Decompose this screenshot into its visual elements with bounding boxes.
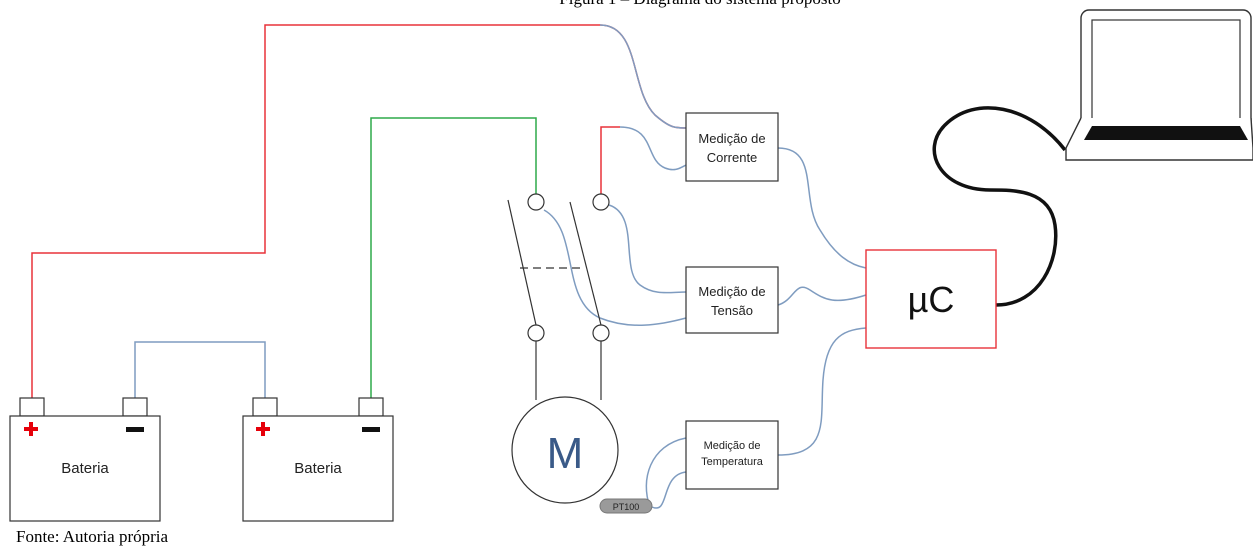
voltage-sense-wire-a xyxy=(608,204,687,294)
pt100-sensor xyxy=(599,498,653,514)
motor-label: M xyxy=(547,429,584,478)
voltage-block-line2: Tensão xyxy=(711,303,753,318)
positive-wire xyxy=(31,24,687,398)
battery-1 xyxy=(9,397,161,522)
battery-1-label: Bateria xyxy=(61,460,109,477)
minus-sign-2 xyxy=(362,427,380,432)
battery-2-label: Bateria xyxy=(294,460,342,477)
disconnect-switch xyxy=(507,193,610,400)
battery-2 xyxy=(242,397,394,522)
current-to-mcu-wire xyxy=(777,147,867,269)
positive-stub-wire xyxy=(600,126,620,200)
pt100-wire-b xyxy=(651,471,687,509)
microcontroller-label: µC xyxy=(908,279,955,320)
pt100-wire-a xyxy=(645,437,687,508)
temperature-block-line2: Temperatura xyxy=(701,456,764,468)
voltage-measurement-block xyxy=(685,266,779,334)
usb-cable xyxy=(932,106,1067,307)
battery-link-wire xyxy=(134,341,266,398)
voltage-to-mcu-wire xyxy=(777,286,867,306)
voltage-sense-wire-b xyxy=(543,209,687,326)
figure-caption: Figura 1 – Diagrama do sistema proposto xyxy=(559,0,840,8)
current-block-line2: Corrente xyxy=(707,150,758,165)
current-sense-wire-a xyxy=(599,24,687,129)
minus-sign-1 xyxy=(126,427,144,432)
pt100-label: PT100 xyxy=(613,502,640,512)
laptop-icon xyxy=(1065,9,1253,161)
temperature-measurement-block xyxy=(685,420,779,490)
temperature-to-mcu-wire xyxy=(777,327,867,456)
current-sense-wire-b xyxy=(619,126,687,171)
negative-wire xyxy=(370,117,537,398)
current-measurement-block xyxy=(685,112,779,182)
figure-source: Fonte: Autoria própria xyxy=(16,527,168,546)
temperature-block-line1: Medição de xyxy=(704,440,761,452)
motor xyxy=(511,396,619,504)
voltage-block-line1: Medição de xyxy=(698,284,765,299)
microcontroller-block xyxy=(865,249,997,349)
current-block-line1: Medição de xyxy=(698,131,765,146)
